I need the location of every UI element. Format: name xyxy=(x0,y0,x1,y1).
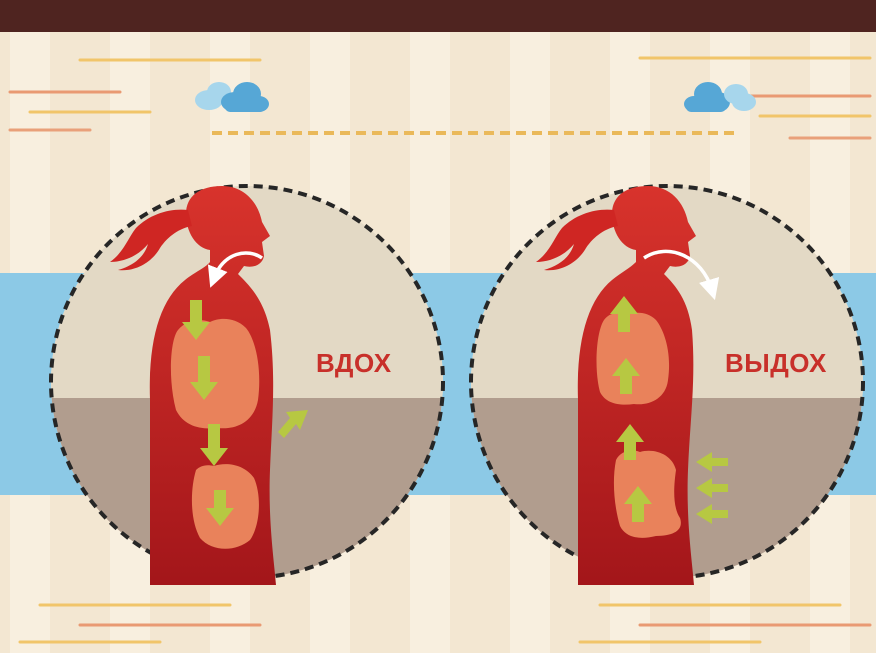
top-bar xyxy=(0,0,876,32)
inhale-caption: ВДОХ xyxy=(316,348,392,378)
stomach xyxy=(614,450,681,537)
lungs xyxy=(171,319,259,429)
lungs xyxy=(597,313,670,405)
exhale-caption: ВЫДОХ xyxy=(725,348,827,378)
